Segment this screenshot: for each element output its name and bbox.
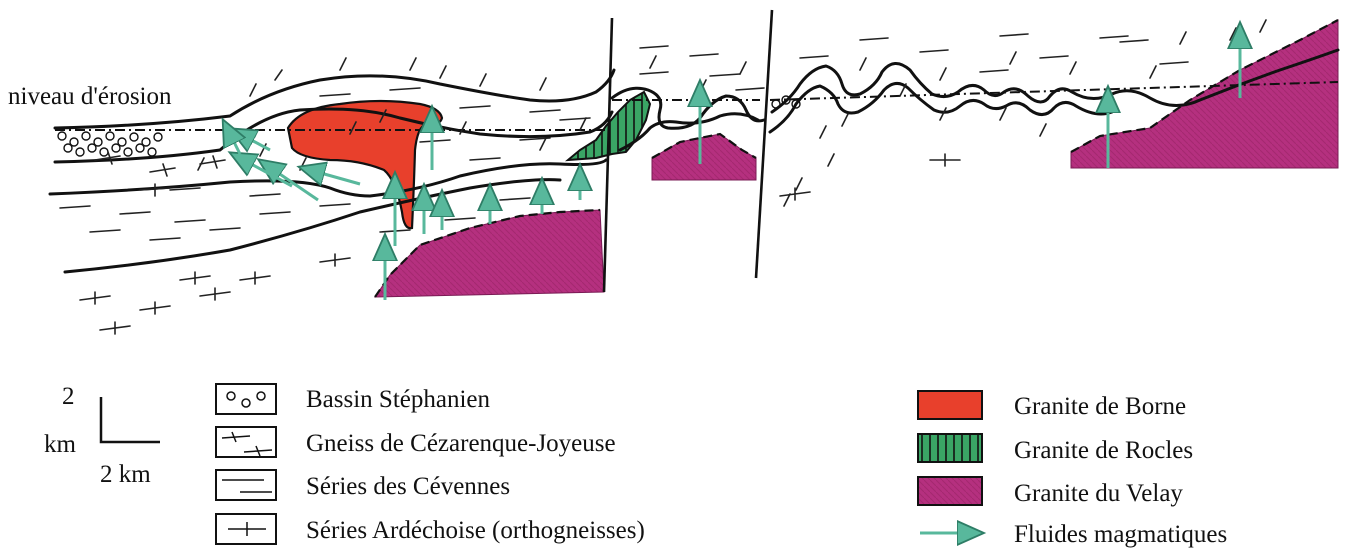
velay-granite-middle: [652, 134, 756, 180]
scale-vertical-value: 2: [62, 383, 75, 410]
legend-label-cevennes: Séries des Cévennes: [306, 473, 510, 500]
legend-label-borne: Granite de Borne: [1014, 393, 1186, 420]
legend-label-fluides: Fluides magmatiques: [1014, 521, 1227, 548]
legend-label-ardechoise: Séries Ardéchoise (orthogneisses): [306, 517, 645, 544]
legend-label-bassin: Bassin Stéphanien: [306, 386, 491, 413]
fault-right: [756, 10, 772, 278]
legend-left: Bassin Stéphanien Gneiss de Cézarenque-J…: [216, 384, 645, 544]
legend-item-borne: Granite de Borne: [918, 391, 1186, 420]
legend-label-velay: Granite du Velay: [1014, 480, 1183, 507]
legend-item-bassin: Bassin Stéphanien: [216, 384, 491, 414]
cross-section: niveau d'érosion: [8, 10, 1338, 334]
legend-item-rocles: Granite de Rocles: [918, 434, 1193, 464]
scale-horizontal-label: 2 km: [100, 461, 151, 488]
borne-swatch-icon: [918, 391, 982, 419]
legend-item-velay: Granite du Velay: [918, 477, 1183, 507]
velay-swatch-icon: [918, 477, 982, 505]
contact-lower-left: [50, 160, 606, 196]
rocles-swatch-icon: [918, 434, 982, 462]
legend-label-gneiss: Gneiss de Cézarenque-Joyeuse: [306, 430, 616, 457]
dashes-icon: [216, 470, 276, 500]
legend-item-cevennes: Séries des Cévennes: [216, 470, 510, 500]
contact-right-lower: [770, 83, 1112, 132]
legend-label-rocles: Granite de Rocles: [1014, 437, 1193, 464]
legend-item-gneiss: Gneiss de Cézarenque-Joyeuse: [216, 427, 616, 457]
erosion-level-label: niveau d'érosion: [8, 83, 172, 110]
scale-vertical-unit: km: [44, 431, 77, 458]
legend-right: Granite de Borne Granite de Rocles Grani…: [918, 391, 1227, 548]
legend-item-fluides: Fluides magmatiques: [920, 521, 1227, 548]
scale-bar: 2 km 2 km: [44, 383, 160, 488]
borne-granite: [288, 101, 442, 228]
legend-item-ardechoise: Séries Ardéchoise (orthogneisses): [216, 514, 645, 544]
